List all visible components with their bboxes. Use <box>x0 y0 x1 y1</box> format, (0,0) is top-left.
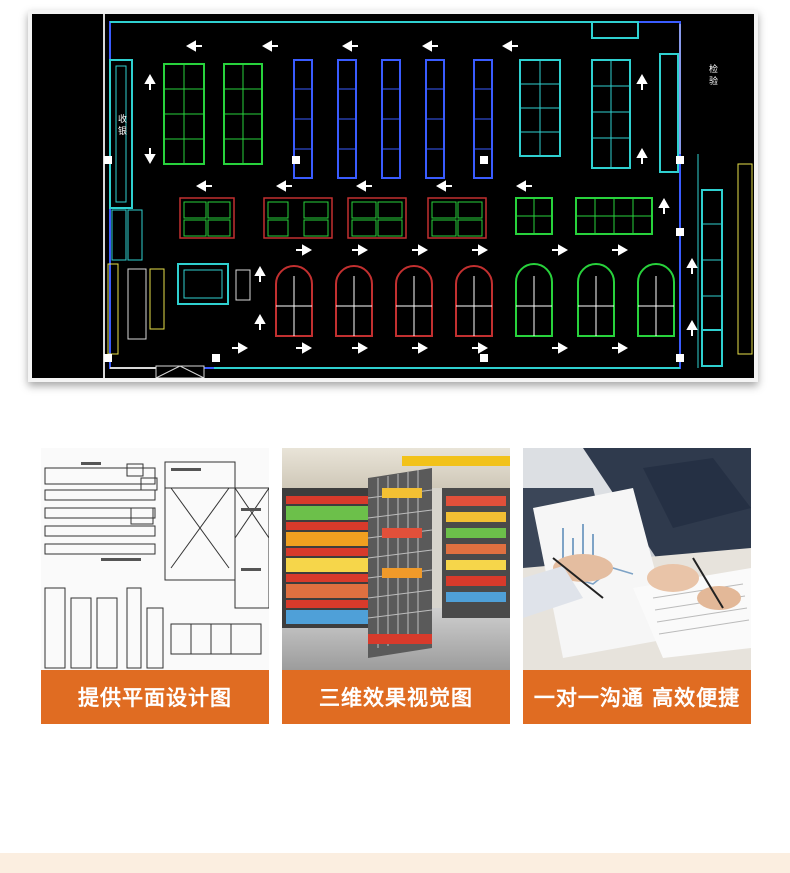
service-card-3d-render[interactable]: 三维效果视觉图 <box>282 448 510 724</box>
service-card-consultation[interactable]: 一对一沟通 高效便捷 <box>523 448 751 724</box>
consultation-photo-thumbnail <box>523 448 751 670</box>
floor-plan-thumbnail <box>41 448 269 670</box>
service-card-floor-plan[interactable]: 提供平面设计图 <box>41 448 269 724</box>
service-card-label: 一对一沟通 高效便捷 <box>523 670 751 724</box>
service-card-label: 提供平面设计图 <box>41 670 269 724</box>
floor-plan-frame: 收 银 检 验 <box>28 10 758 382</box>
cashier-label: 收 银 <box>116 113 127 136</box>
inspection-label: 检 验 <box>707 63 718 86</box>
floor-plan-drawing: 收 银 检 验 <box>32 14 754 378</box>
shelves-render-thumbnail <box>282 448 510 670</box>
floor-plan-svg: 收 银 检 验 <box>32 14 753 378</box>
service-card-label: 三维效果视觉图 <box>282 670 510 724</box>
bottom-band <box>0 853 790 873</box>
